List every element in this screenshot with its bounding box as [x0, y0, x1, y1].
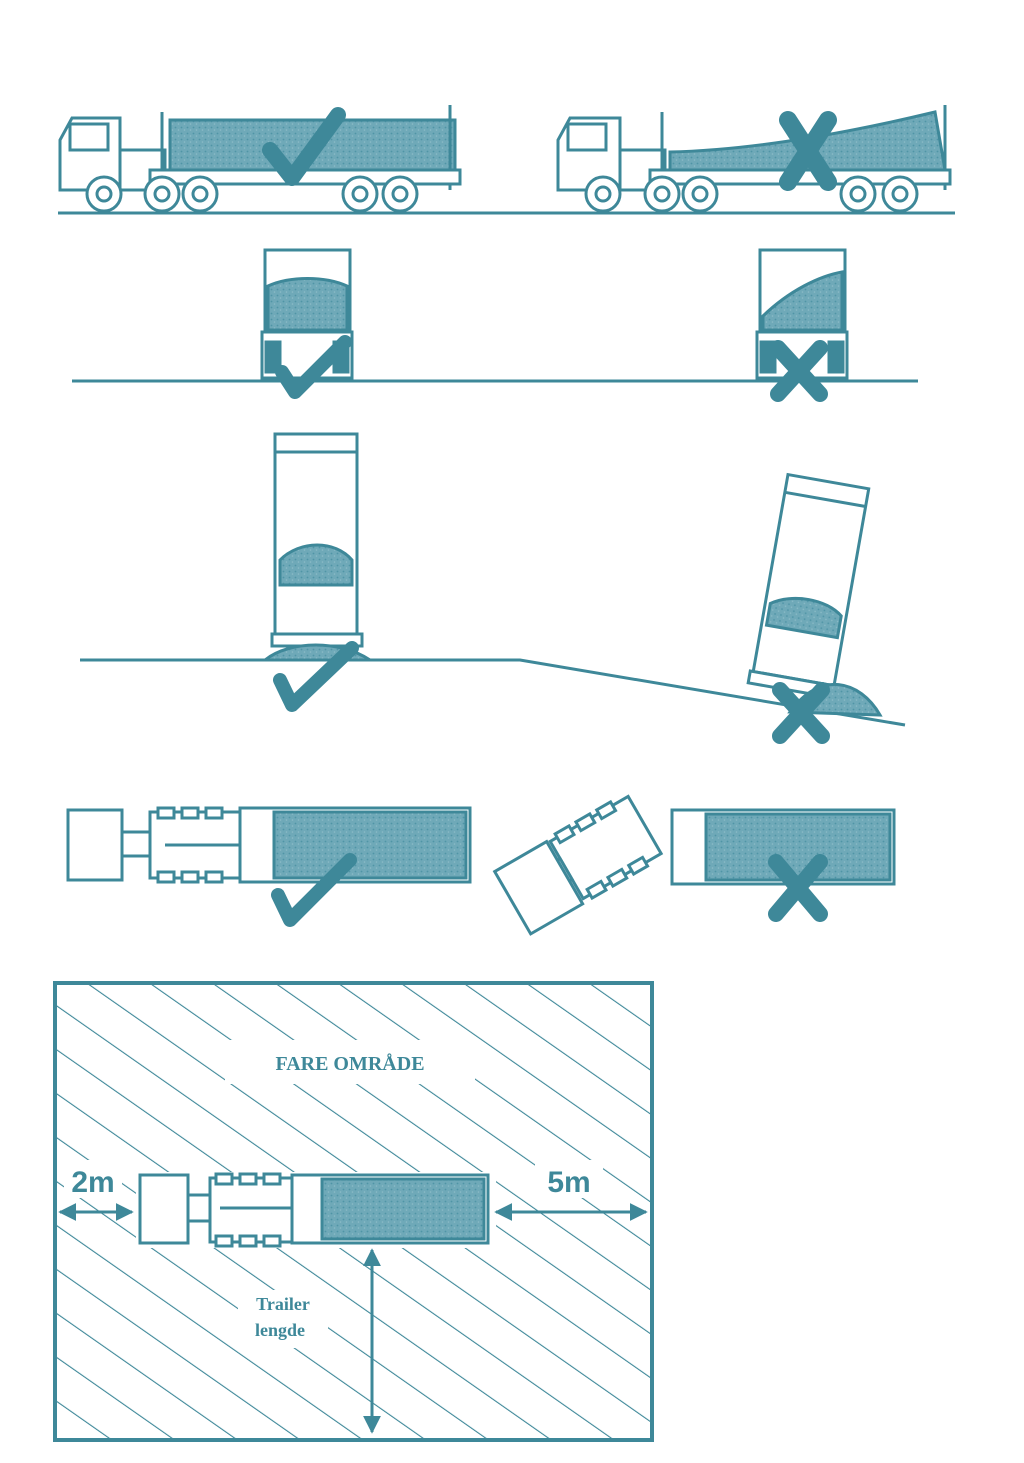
side-view-row: [58, 105, 955, 215]
check-mark-icon: [275, 335, 352, 399]
cross-mark-icon: [768, 854, 828, 922]
check-mark-icon: [271, 853, 357, 927]
danger-zone-panel: FARE OMRÅDE 2m 5m Trailer lengde: [53, 981, 654, 1442]
raised-tipper-correct: [260, 432, 375, 662]
top-view-row: [66, 794, 896, 936]
left-clearance-label: 2m: [71, 1166, 114, 1199]
side-view-truck-correct: [58, 105, 462, 213]
top-view-truck-jackknifed: [492, 794, 896, 936]
danger-zone-title: FARE OMRÅDE: [275, 1052, 424, 1075]
rear-view-trailer-incorrect: [755, 248, 849, 380]
top-view-truck-in-zone: [136, 1172, 496, 1248]
rear-view-row: [72, 248, 918, 402]
check-mark-icon: [262, 107, 346, 186]
cross-mark-icon: [772, 682, 830, 744]
top-view-truck-straight: [66, 806, 472, 884]
side-view-truck-incorrect: [556, 105, 952, 213]
raised-tipper-incorrect: [746, 472, 871, 701]
rear-clearance-label: 5m: [547, 1166, 590, 1199]
check-mark-icon: [273, 641, 359, 712]
ground-line: [80, 658, 906, 727]
tipping-row: [80, 432, 906, 744]
rear-view-trailer-correct: [260, 248, 354, 380]
cross-mark-icon: [779, 111, 837, 191]
trailer-length-label-line1: Trailer: [256, 1294, 310, 1314]
cross-mark-icon: [770, 340, 828, 402]
trailer-length-label-line2: lengde: [255, 1320, 305, 1340]
